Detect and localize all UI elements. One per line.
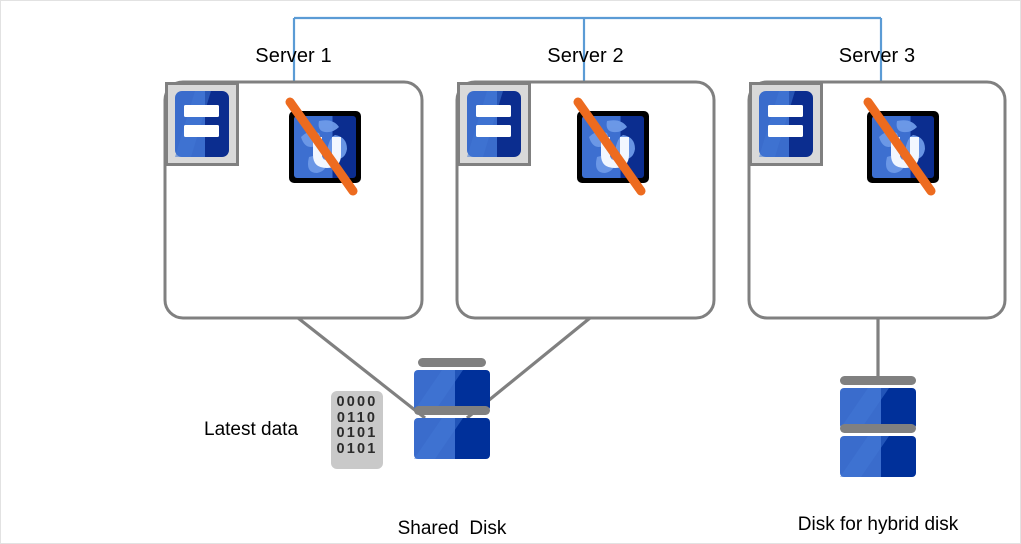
binary-row: 0000	[336, 394, 378, 410]
disk-stack-icon-shared	[414, 358, 490, 459]
server-icon	[457, 82, 531, 166]
server-icon	[165, 82, 239, 166]
server-box-1	[163, 80, 424, 320]
server-icon	[749, 82, 823, 166]
latest-data-label: Latest data	[204, 419, 299, 440]
shared-disk-caption: Shared Disk for hybrid disk resource	[332, 473, 572, 543]
network-bus	[292, 16, 883, 81]
disk-stack-icon-server3	[840, 376, 916, 477]
server-title-2: Server 2	[547, 45, 624, 67]
shared-disk-caption-line1: Shared Disk	[397, 517, 507, 539]
slash-disabled-icon	[285, 97, 936, 196]
server3-disk-caption-line1: Disk for hybrid disk	[797, 513, 959, 535]
binary-data-icon	[331, 391, 383, 469]
server-box-2	[455, 80, 716, 320]
server3-disk-caption: Disk for hybrid disk resource	[758, 469, 998, 543]
binary-row: 0110	[336, 409, 378, 426]
server-title-1: Server 1	[255, 45, 332, 67]
binary-row: 0101	[336, 440, 378, 457]
disk-connectors	[297, 316, 880, 420]
server-title-3: Server 3	[838, 45, 916, 67]
binary-row: 0101	[336, 425, 378, 441]
